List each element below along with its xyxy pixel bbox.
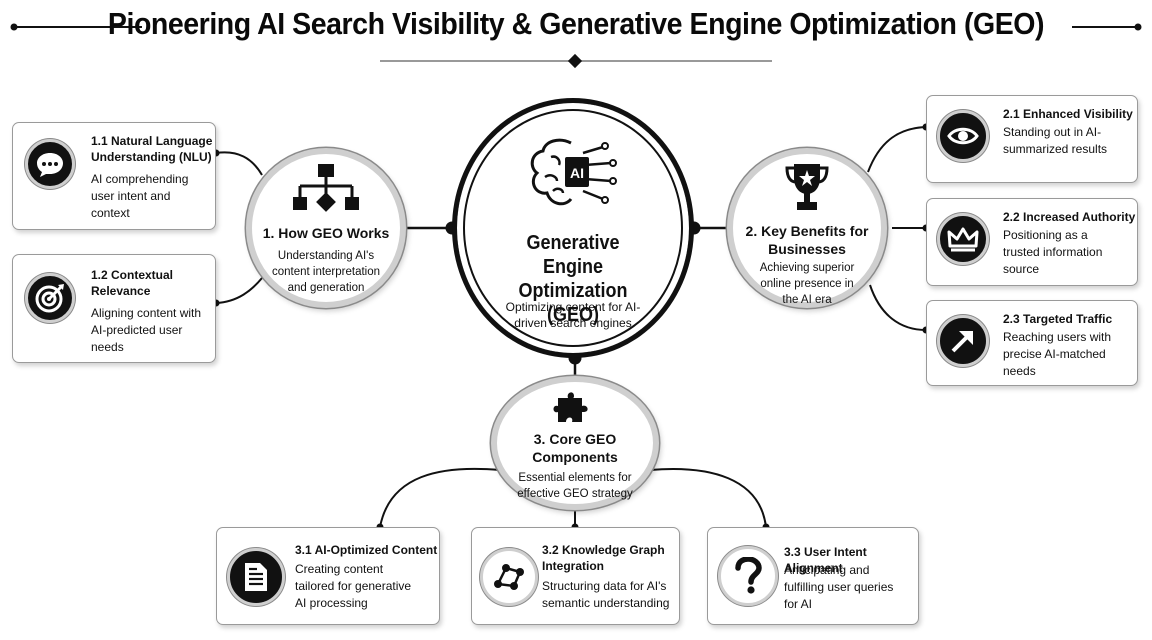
ai-brain-icon: AI — [530, 138, 617, 206]
knowledge-graph-desc: Structuring data for AI's semantic under… — [542, 579, 670, 610]
how-geo-works-circle: 1. How GEO Works Understanding AI's cont… — [246, 148, 406, 308]
key-benefits-desc: Achieving superior online presence in th… — [759, 262, 855, 306]
nlu-desc: AI comprehending user intent and context — [91, 172, 189, 220]
flowchart-icon — [293, 164, 359, 212]
increased-authority-desc: Positioning as a trusted information sou… — [1003, 228, 1103, 276]
user-intent-title: 3.3 User Intent Alignment — [784, 545, 867, 575]
targeted-traffic-card: 2.3 Targeted Traffic Reaching users with… — [926, 300, 1138, 386]
targeted-traffic-title: 2.3 Targeted Traffic — [1003, 312, 1113, 326]
increased-authority-card: 2.2 Increased Authority Positioning as a… — [926, 198, 1138, 286]
targeted-traffic-desc: Reaching users with precise AI-matched n… — [1003, 330, 1112, 378]
question-mark-icon — [718, 546, 778, 606]
contextual-relevance-desc: Aligning content with AI-predicted user … — [91, 306, 202, 354]
increased-authority-title: 2.2 Increased Authority — [1003, 210, 1136, 224]
knowledge-graph-card: 3.2 Knowledge Graph Integration Structur… — [471, 527, 680, 625]
document-icon — [227, 548, 285, 606]
page-title: Pioneering AI Search Visibility & Genera… — [107, 6, 1045, 41]
how-geo-works-title: 1. How GEO Works — [262, 225, 390, 241]
crown-icon — [937, 213, 989, 265]
enhanced-visibility-desc: Standing out in AI-summarized results — [1003, 125, 1108, 156]
puzzle-piece-icon — [553, 392, 588, 422]
knowledge-graph-title: 3.2 Knowledge Graph Integration — [542, 543, 665, 573]
center-desc: Optimizing content for AI-driven search … — [505, 300, 641, 330]
ai-optimized-content-title: 3.1 AI-Optimized Content — [295, 543, 438, 557]
contextual-relevance-title: 1.2 Contextual Relevance — [91, 268, 174, 298]
nlu-title: 1.1 Natural Language Understanding (NLU) — [91, 134, 213, 164]
graph-nodes-icon — [480, 548, 538, 606]
key-benefits-title: 2. Key Benefits for Businesses — [745, 223, 869, 257]
nlu-card: 1.1 Natural Language Understanding (NLU)… — [12, 122, 216, 230]
trophy-icon — [785, 164, 829, 210]
user-intent-card: 3.3 User Intent Alignment Anticipating a… — [707, 527, 919, 625]
ai-optimized-content-desc: Creating content tailored for generative… — [295, 562, 412, 610]
enhanced-visibility-title: 2.1 Enhanced Visibility — [1003, 107, 1133, 121]
eye-icon — [937, 110, 989, 162]
center-circle: AI Generative Engine Optimization (GEO) … — [452, 98, 694, 358]
core-components-circle: 3. Core GEO Components Essential element… — [491, 376, 659, 510]
center-title: Generative Engine Optimization (GEO) — [518, 232, 628, 326]
core-components-desc: Essential elements for effective GEO str… — [517, 472, 633, 500]
ai-optimized-content-card: 3.1 AI-Optimized Content Creating conten… — [216, 527, 440, 625]
core-components-title: 3. Core GEO Components — [532, 431, 618, 465]
arrow-up-right-icon — [937, 315, 989, 367]
ai-badge: AI — [570, 165, 584, 181]
contextual-relevance-card: 1.2 Contextual Relevance Aligning conten… — [12, 254, 216, 363]
enhanced-visibility-card: 2.1 Enhanced Visibility Standing out in … — [926, 95, 1138, 183]
speech-bubble-icon — [25, 139, 75, 189]
user-intent-desc: Anticipating and fulfilling user queries… — [784, 563, 894, 611]
key-benefits-circle: 2. Key Benefits for Businesses Achieving… — [727, 148, 887, 308]
target-icon — [25, 273, 75, 323]
how-geo-works-desc: Understanding AI's content interpretatio… — [271, 250, 381, 294]
